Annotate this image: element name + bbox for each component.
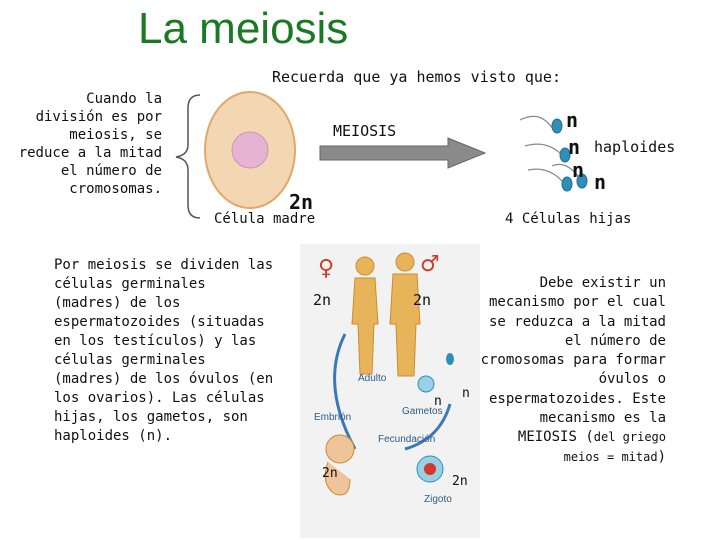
meiosis-label: MEIOSIS <box>333 122 397 140</box>
fertilization-label: Fecundación <box>378 434 436 445</box>
daughter-ploidy-4: n <box>594 170 607 194</box>
gamete-ploidy-2: n <box>462 386 470 401</box>
gamete-ploidy-1: n <box>434 394 442 409</box>
sperm-gamete <box>446 353 454 365</box>
embryo-label: Embrión <box>314 412 352 423</box>
male-ploidy: 2n <box>413 291 432 309</box>
meiosis-diagram <box>175 91 588 219</box>
adult-figures <box>351 252 421 377</box>
female-ploidy: 2n <box>313 291 332 309</box>
daughter-ploidy-1: n <box>566 108 579 132</box>
right-paragraph: Debe existir un mecanismo por el cual se… <box>476 274 666 467</box>
daughters-caption: 4 Células hijas <box>505 211 632 227</box>
egg-gamete <box>417 375 435 393</box>
adult-label: Adulto <box>358 373 387 384</box>
left-brace <box>175 94 201 219</box>
left-note: Cuando la división es por meiosis, se re… <box>18 91 162 197</box>
mother-nucleus <box>231 131 269 169</box>
daughter-ploidy-3: n <box>572 158 585 182</box>
female-symbol-icon: ♀ <box>318 256 335 281</box>
recall-note: Recuerda que ya hemos visto que: <box>272 68 561 86</box>
male-symbol-icon: ♂ <box>420 252 440 277</box>
mother-caption: Célula madre <box>214 211 316 227</box>
zygote-ploidy: 2n <box>452 474 468 489</box>
main-paragraph: Por meiosis se dividen las células germi… <box>54 257 274 444</box>
life-cycle-figure <box>300 244 480 538</box>
daughter-ploidy-2: n <box>568 135 581 159</box>
mother-ploidy: 2n <box>289 190 314 214</box>
haploid-label: haploides <box>594 138 676 156</box>
meiosis-arrow <box>319 137 487 169</box>
embryo-ploidy: 2n <box>322 466 338 481</box>
embryo-figure <box>324 434 355 496</box>
right-paragraph-small: del griego meios = mitad <box>563 430 666 464</box>
zygote-label: Zigoto <box>424 494 452 505</box>
gametes-label: Gametos <box>402 406 443 417</box>
right-paragraph-close: ) <box>657 448 666 465</box>
right-paragraph-main: Debe existir un mecanismo por el cual se… <box>480 275 666 446</box>
cycle-arrow <box>333 333 357 450</box>
sperm-cells <box>519 115 588 192</box>
page-title: La meiosis <box>138 4 349 53</box>
